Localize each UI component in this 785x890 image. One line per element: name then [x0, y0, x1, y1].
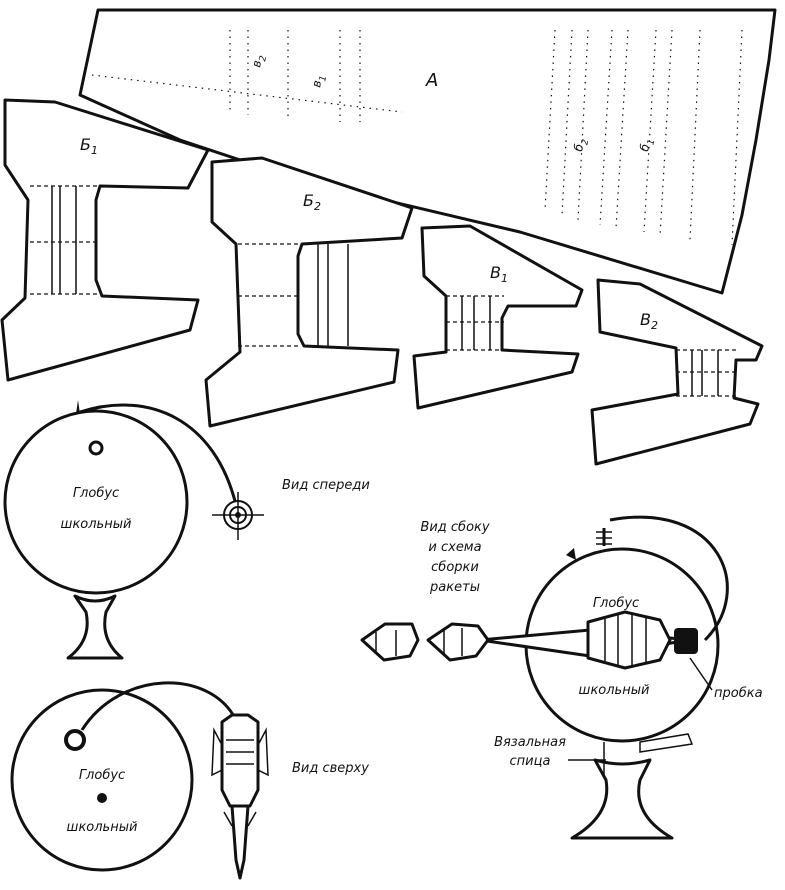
top-view-label: Вид сверху [292, 761, 369, 776]
fold-label-v2: в2 [249, 53, 269, 69]
side-view-label-1: Вид сбоку [420, 520, 489, 535]
rocket-part-2 [426, 622, 490, 662]
side-globe-line2: школьный [579, 683, 650, 698]
piece-v1: В1 [412, 224, 584, 410]
svg-text:б1: б1 [637, 137, 657, 153]
piece-v1-label: В1 [490, 263, 508, 285]
top-globe-line2: школьный [67, 820, 138, 835]
fold-label-b1: б1 [637, 137, 657, 153]
piece-v2: В2 [590, 278, 764, 466]
top-view-globe: Глобус школьный Вид сверху [10, 681, 369, 880]
front-view-label: Вид спереди [282, 478, 370, 493]
top-globe-line1: Глобус [79, 768, 125, 783]
side-globe-line1: Глобус [593, 596, 639, 611]
front-view-globe: Глобус школьный Вид спереди [3, 400, 370, 660]
rocket-side-icon [478, 610, 698, 670]
piece-b1: Б1 [0, 98, 210, 382]
needle-label-1: Вязальная [494, 735, 566, 750]
cork-label: пробка [714, 686, 763, 701]
piece-a-label: А [425, 70, 438, 91]
side-view-label-4: ракеты [429, 580, 480, 595]
side-view-label-3: сборки [431, 560, 479, 575]
piece-a: А в2 в1 б2 б1 [78, 8, 777, 295]
svg-text:б2: б2 [571, 137, 591, 153]
side-view-label-2: и схема [428, 540, 481, 555]
svg-text:в2: в2 [249, 53, 269, 69]
side-view-assembly: Глобус школьный Вид сбоку и схема сборки… [360, 515, 763, 840]
front-globe-line1: Глобус [73, 486, 119, 501]
svg-text:в1: в1 [309, 73, 329, 89]
needle-label-2: спица [510, 754, 551, 769]
front-globe-line2: школьный [61, 517, 132, 532]
target-icon [212, 492, 264, 540]
fold-label-b2: б2 [571, 137, 591, 153]
rocket-part-1 [360, 622, 420, 662]
rocket-top-icon [211, 713, 269, 880]
piece-b2-label: Б2 [303, 191, 321, 213]
fold-label-v1: в1 [309, 73, 329, 89]
piece-v2-label: В2 [640, 310, 658, 332]
piece-b1-label: Б1 [80, 135, 98, 157]
piece-b2: Б2 [204, 156, 414, 428]
